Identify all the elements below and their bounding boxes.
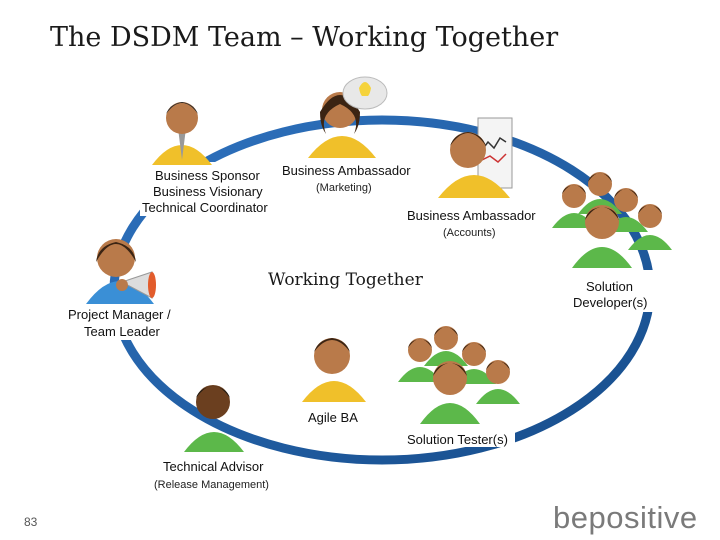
- solution-testers-figure: [398, 326, 520, 424]
- business-sponsor-figure: [152, 102, 212, 165]
- label-technical-advisor: Technical Advisor: [163, 459, 264, 474]
- label-agile-ba: Agile BA: [308, 410, 358, 425]
- page-number: 83: [24, 515, 38, 529]
- agile-ba-figure: [302, 338, 366, 402]
- label-technical-coordinator: Technical Coordinator: [142, 200, 268, 215]
- label-business-ambassador-accounts: Business Ambassador: [407, 208, 536, 223]
- label-business-ambassador-marketing: Business Ambassador: [282, 163, 411, 178]
- center-caption: Working Together: [268, 270, 423, 290]
- label-business-visionary: Business Visionary: [153, 184, 263, 199]
- label-team-leader: Team Leader: [84, 324, 160, 339]
- logo-text-o: o: [606, 500, 624, 535]
- label-business-sponsor: Business Sponsor: [155, 168, 260, 183]
- label-marketing: (Marketing): [316, 182, 372, 194]
- label-developers: Developer(s): [573, 295, 648, 310]
- bepositive-logo: bepositive: [553, 500, 698, 536]
- slide-title: The DSDM Team – Working Together: [50, 22, 559, 53]
- business-ambassador-marketing-figure: [308, 76, 388, 158]
- label-solution: Solution: [586, 279, 633, 294]
- logo-text-left: bep: [553, 500, 607, 535]
- logo-text-right: sitive: [623, 500, 698, 535]
- solution-developers-figure: [552, 172, 672, 268]
- technical-advisor-figure: [184, 385, 244, 452]
- label-solution-testers: Solution Tester(s): [407, 432, 508, 447]
- label-project-manager: Project Manager /: [68, 307, 171, 322]
- business-ambassador-accounts-figure: [438, 117, 513, 198]
- project-manager-figure: [86, 239, 156, 304]
- label-accounts: (Accounts): [443, 227, 496, 239]
- label-release-management: (Release Management): [154, 479, 269, 491]
